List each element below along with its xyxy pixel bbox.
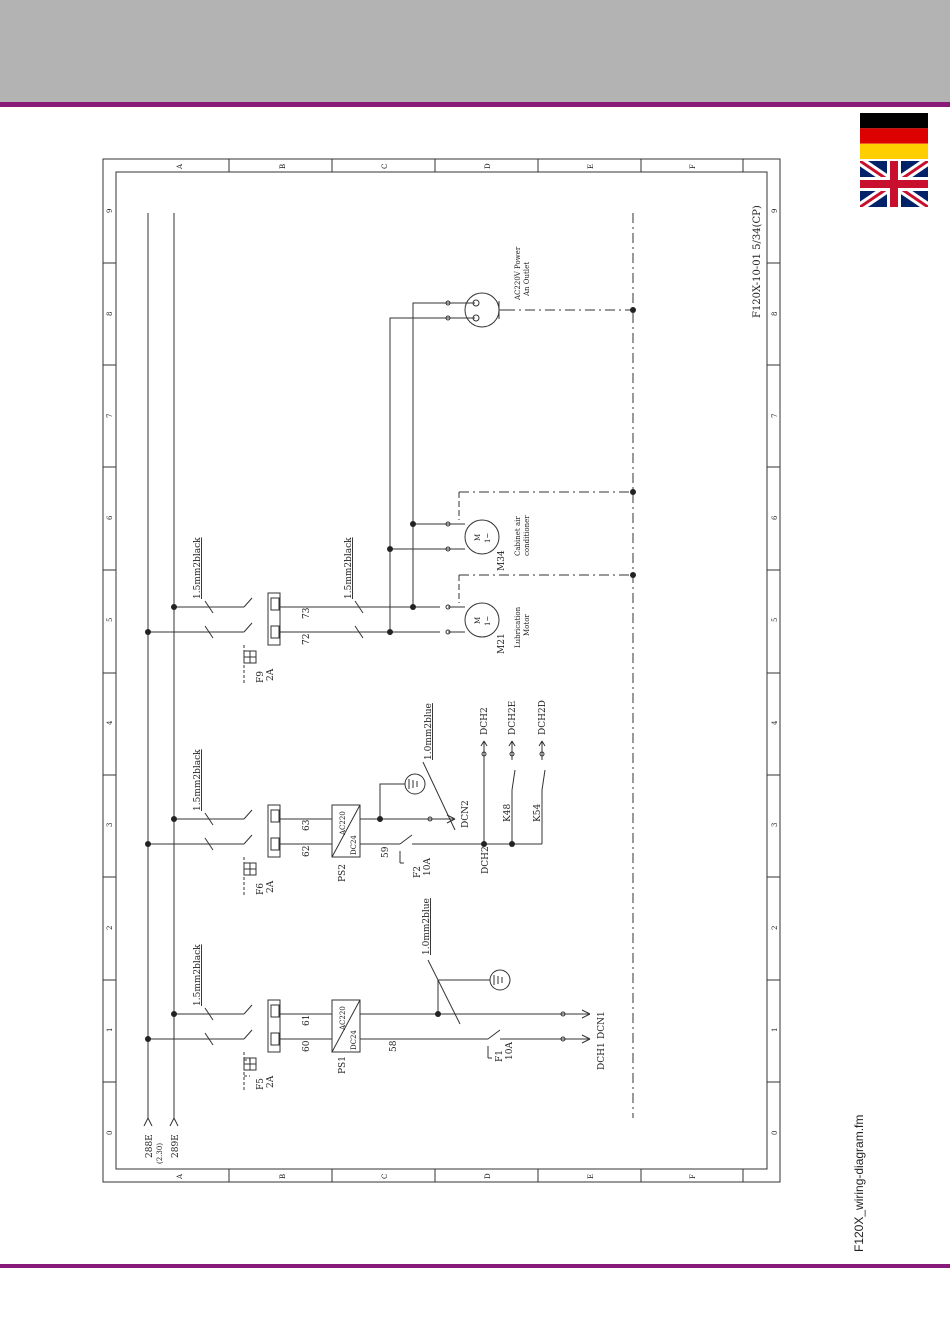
fuse-f9-label: F9 [256, 671, 266, 683]
input-wire-a: 288E [145, 1134, 155, 1158]
motor-m21-desc-2: Motor [523, 614, 531, 636]
uk-flag-icon[interactable] [860, 161, 928, 207]
cable-3b-label: 1.5mm2black [344, 537, 354, 599]
col-label-3-right: 3 [771, 823, 779, 827]
wire-59: 59 [381, 846, 391, 858]
node-dcn2: DCN2 [461, 800, 471, 828]
row-label-a-bottom: A [176, 1173, 184, 1180]
output-dch2: DCH2 [480, 707, 490, 735]
col-label-7-right: 7 [771, 414, 779, 418]
psu-ps1-out: DC24 [350, 1030, 358, 1050]
wire-72: 72 [302, 634, 312, 645]
wire-73: 73 [302, 607, 312, 619]
ground-cable-1-label: 1.0mm2blue [422, 898, 432, 955]
motor-m34-symbol-m: M [474, 534, 482, 541]
breaker-f1-rating: 10A [505, 1042, 515, 1060]
psu-ps2-label: PS2 [338, 864, 348, 882]
breaker-f2-label: F2 [413, 866, 423, 878]
psu-ps1-in: AC220 [339, 1006, 347, 1031]
fuse-f6-rating: 2A [266, 880, 276, 893]
outlet-desc-2: An Outlet [523, 262, 531, 297]
output-dch1-dcn1-a: DCH1 [597, 1042, 607, 1070]
outlet-desc-1: AC220V Power [514, 246, 522, 301]
wire-62: 62 [302, 846, 312, 857]
motor-m34-tag: M34 [497, 550, 507, 571]
fuse-f5-label: F5 [256, 1078, 266, 1090]
col-label-8-right: 8 [771, 312, 779, 316]
relay-k48: K48 [503, 804, 513, 822]
motor-m34-desc-1: Cabinet air [514, 516, 522, 556]
col-label-4-right: 4 [771, 720, 779, 725]
cable-1-label: 1.5mm2black [193, 944, 203, 1006]
row-label-a-top: A [176, 163, 184, 170]
col-label-0-left: 0 [106, 1131, 114, 1135]
row-label-c-bottom: C [381, 1174, 389, 1179]
col-label-5-right: 5 [771, 618, 779, 622]
psu-ps1-label: PS1 [338, 1056, 348, 1074]
input-wire-b: 289E [171, 1134, 181, 1158]
col-label-6-right: 6 [771, 515, 779, 520]
cable-2-label: 1.5mm2black [193, 749, 203, 811]
row-label-b-top: B [279, 164, 287, 169]
fuse-f9-rating: 2A [266, 668, 276, 681]
breaker-f1-label: F1 [495, 1050, 505, 1062]
col-label-7-left: 7 [106, 414, 114, 418]
row-label-f-top: F [689, 164, 697, 169]
col-label-0-right: 0 [771, 1131, 779, 1135]
motor-m21-tag: M21 [497, 633, 507, 654]
relay-k54: K54 [533, 804, 543, 822]
drawing-number: F120X-10-01 5/34(CP) [752, 205, 763, 318]
col-label-6-left: 6 [106, 515, 114, 520]
col-label-3-left: 3 [106, 823, 114, 827]
col-label-1-right: 1 [771, 1028, 779, 1032]
bus-dch2: DCH2 [481, 846, 491, 874]
wire-61: 61 [302, 1015, 312, 1026]
motor-m21-symbol-phase: 1~ [484, 616, 492, 626]
document-filename: F120X_wiring-diagram.fm [852, 1114, 866, 1252]
col-label-2-right: 2 [771, 926, 779, 930]
row-label-d-bottom: D [484, 1173, 492, 1179]
col-label-9-right: 9 [771, 209, 779, 213]
breaker-f2-rating: 10A [423, 858, 433, 876]
motor-m21-symbol-m: M [474, 617, 482, 624]
fuse-f5-rating: 2A [266, 1075, 276, 1088]
psu-ps2-in: AC220 [339, 811, 347, 836]
row-label-e-bottom: E [587, 1174, 595, 1179]
output-dch2d: DCH2D [538, 700, 548, 735]
motor-m34-symbol-phase: 1~ [484, 533, 492, 543]
row-label-d-top: D [484, 163, 492, 169]
col-label-9-left: 9 [106, 209, 114, 213]
row-label-e-top: E [587, 164, 595, 169]
output-dch2e: DCH2E [508, 701, 518, 735]
cable-3a-label: 1.5mm2black [193, 537, 203, 599]
col-label-2-left: 2 [106, 926, 114, 930]
col-label-8-left: 8 [106, 312, 114, 316]
row-label-c-top: C [381, 164, 389, 169]
col-label-5-left: 5 [106, 618, 114, 622]
col-label-4-left: 4 [106, 720, 114, 725]
fuse-f6-label: F6 [256, 883, 266, 895]
header-band [0, 0, 950, 102]
motor-m34-desc-2: conditioner [523, 515, 531, 556]
wire-60: 60 [302, 1040, 312, 1052]
wire-58: 58 [389, 1040, 399, 1052]
col-label-1-left: 1 [106, 1028, 114, 1032]
row-label-f-bottom: F [689, 1174, 697, 1179]
motor-m21-desc-1: Lubrication [514, 606, 522, 648]
ground-cable-2-label: 1.0mm2blue [424, 703, 434, 760]
german-flag-icon[interactable] [860, 113, 928, 159]
header-rule [0, 102, 950, 107]
psu-ps2-out: DC24 [350, 835, 358, 855]
wire-63: 63 [302, 819, 312, 831]
footer-rule [0, 1264, 950, 1268]
output-dch1-dcn1-b: DCN1 [597, 1011, 607, 1039]
input-ref: (2.30) [156, 1143, 164, 1164]
row-label-b-bottom: B [279, 1174, 287, 1179]
